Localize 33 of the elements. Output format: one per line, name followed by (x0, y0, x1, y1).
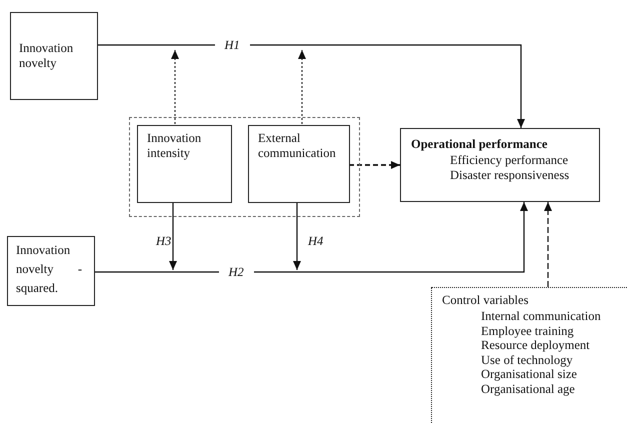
node-text: Internal communication (481, 309, 601, 324)
arrow (95, 202, 528, 273)
variable-box (7, 236, 95, 306)
node-text: Innovation novelty (19, 41, 74, 71)
node-text: Organisational age (481, 382, 575, 396)
dashed-arrow (298, 50, 306, 124)
node-text: Innovation novelty - squared. (16, 242, 82, 297)
node-heading: Control variables (442, 293, 528, 308)
arrow (98, 44, 525, 128)
outcome-box (400, 128, 600, 202)
control-variables-box (431, 287, 627, 423)
edge-label: H4 (306, 234, 324, 248)
node-heading: Operational performance (411, 137, 548, 152)
edge-label: H3 (154, 234, 172, 248)
variable-box (137, 125, 232, 203)
arrow (169, 202, 177, 270)
group-box (129, 117, 360, 217)
variable-box (10, 12, 98, 100)
dashed-arrow (171, 50, 179, 124)
dashed-arrow (349, 161, 400, 169)
arrow (293, 202, 301, 270)
dashed-arrow (544, 202, 552, 287)
edge-label: H1 (214, 38, 250, 52)
node-text: Innovation intensity (147, 131, 202, 161)
edge-label: H2 (218, 265, 254, 279)
node-text: Efficiency performance (450, 153, 568, 168)
node-text: External communication (258, 131, 337, 161)
node-text: Employee training (481, 324, 574, 338)
node-text: Disaster responsiveness (450, 168, 570, 183)
variable-box (248, 125, 350, 203)
node-text: Organisational size (481, 367, 577, 382)
node-text: Resource deployment (481, 338, 590, 353)
node-text: Use of technology (481, 352, 573, 368)
